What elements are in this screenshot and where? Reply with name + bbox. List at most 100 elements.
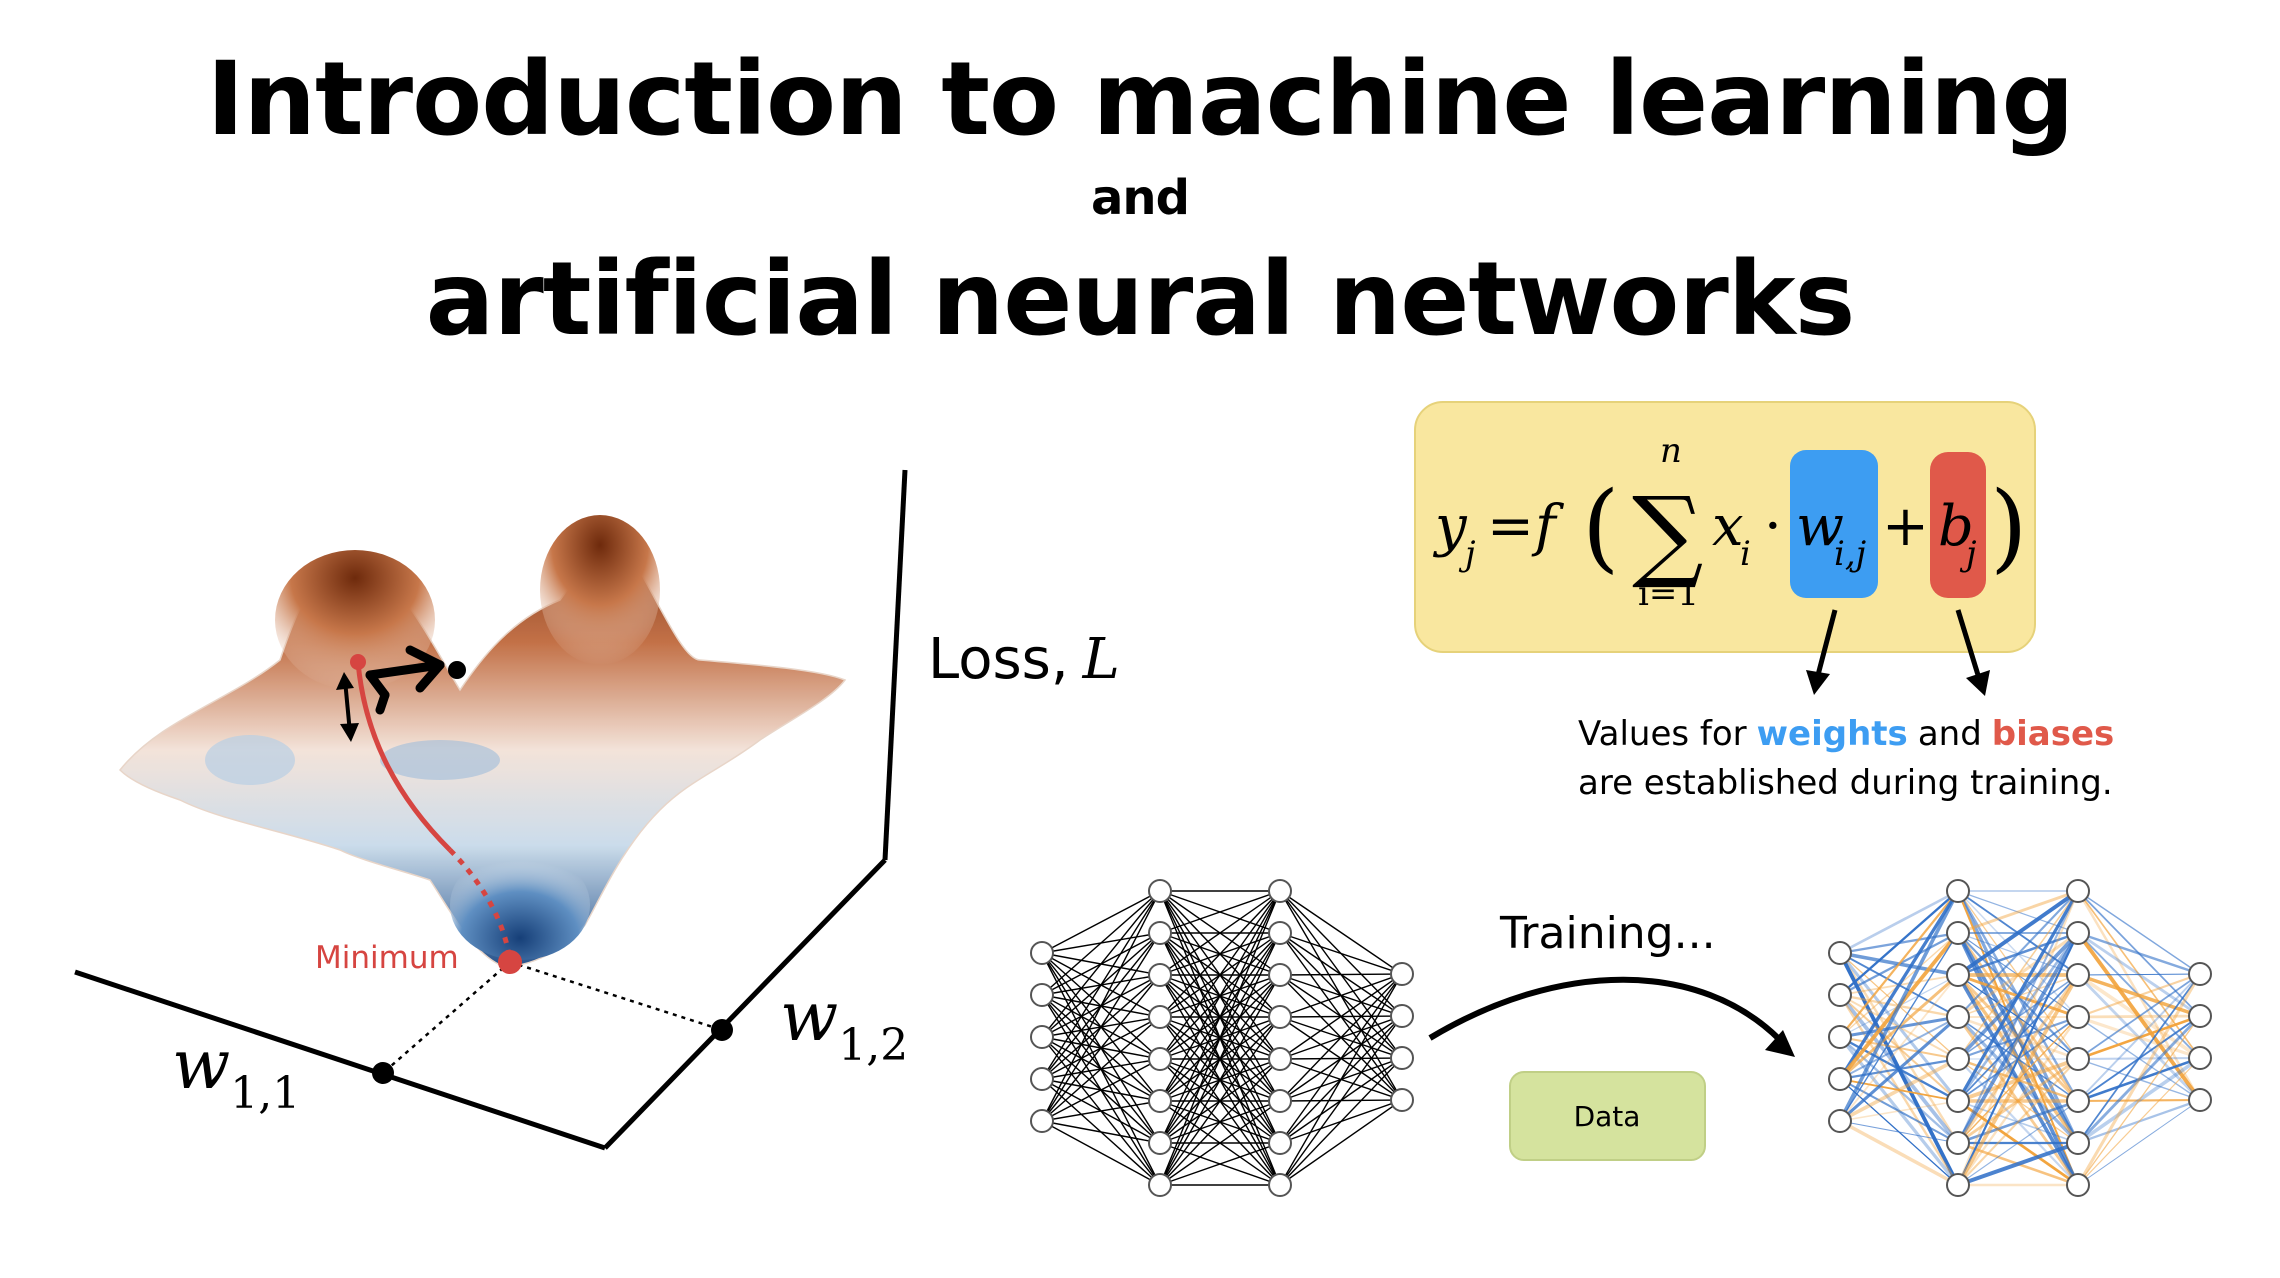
formula-x-sub: i	[1740, 534, 1751, 574]
network-node	[1947, 1006, 1969, 1028]
network-node	[1391, 1005, 1413, 1027]
w12-symbol: w	[780, 978, 838, 1057]
network-edge	[1280, 1100, 1402, 1185]
trained-network	[1829, 880, 2211, 1196]
network-edge	[2078, 974, 2200, 975]
axis-loss-line	[885, 470, 905, 860]
network-edge	[2078, 933, 2200, 974]
network-edge	[1280, 891, 1402, 974]
axis-depth-line	[605, 860, 885, 1148]
network-node	[2189, 1089, 2211, 1111]
network-edge	[2078, 1100, 2200, 1185]
network-node	[1947, 964, 1969, 986]
network-node	[1031, 1026, 1053, 1048]
axis-w12-label: w1,2	[780, 978, 908, 1071]
network-edge	[1280, 1058, 1402, 1185]
formula-eq: =	[1487, 494, 1534, 559]
network-edge	[1042, 975, 1160, 1121]
network-node	[1829, 1026, 1851, 1048]
network-node	[1269, 922, 1291, 944]
network-node	[2189, 1047, 2211, 1069]
w11-symbol: w	[172, 1026, 230, 1105]
w12-point	[711, 1019, 733, 1041]
caption-line-2: are established during training.	[1578, 763, 2113, 803]
network-node	[1269, 1006, 1291, 1028]
network-node	[1269, 1048, 1291, 1070]
network-node	[1149, 1174, 1171, 1196]
caption-prefix: Values for	[1578, 714, 1747, 754]
network-node	[1391, 1089, 1413, 1111]
network-node	[1269, 1174, 1291, 1196]
formula-dot: ·	[1764, 494, 1782, 559]
caption-weights: weights	[1757, 714, 1908, 754]
network-node	[1149, 1132, 1171, 1154]
network-edge	[1042, 891, 1160, 1121]
network-edge	[1280, 974, 1402, 975]
network-node	[2067, 1048, 2089, 1070]
network-node	[1391, 1047, 1413, 1069]
axis-loss-symbol: L	[1082, 627, 1120, 692]
caption-and: and	[1918, 714, 1982, 754]
w11-subscript: 1,1	[230, 1068, 300, 1119]
network-node	[1031, 942, 1053, 964]
network-node	[1269, 1090, 1291, 1112]
network-edge	[1042, 891, 1160, 1037]
network-node	[2189, 963, 2211, 985]
network-node	[1947, 1132, 1969, 1154]
network-node	[2067, 1174, 2089, 1196]
network-node	[1829, 1068, 1851, 1090]
guide-w12	[510, 962, 722, 1030]
network-node	[1829, 942, 1851, 964]
network-node	[1149, 922, 1171, 944]
network-node	[1149, 1090, 1171, 1112]
formula-lhs: y	[1432, 494, 1468, 559]
axis-w11-line	[75, 972, 605, 1148]
network-node	[1269, 964, 1291, 986]
network-edge	[1042, 1121, 1160, 1143]
network-edge	[1840, 891, 1958, 1037]
network-node	[1269, 880, 1291, 902]
untrained-network	[1031, 880, 1413, 1196]
training-arrow	[1430, 980, 1795, 1057]
caption-biases: biases	[1992, 714, 2114, 754]
w11-point	[372, 1062, 394, 1084]
network-node	[2067, 964, 2089, 986]
network-node	[1829, 1110, 1851, 1132]
network-node	[1947, 922, 1969, 944]
network-edge	[1280, 933, 1402, 974]
minimum-point	[498, 950, 522, 974]
network-edge	[1042, 1121, 1160, 1185]
network-node	[1947, 880, 1969, 902]
data-box: Data	[1510, 1072, 1705, 1160]
network-node	[1031, 1068, 1053, 1090]
network-node	[1269, 1132, 1291, 1154]
formula-paren-close: )	[1990, 471, 2027, 583]
loss-surface	[120, 515, 845, 966]
network-edge	[1840, 891, 1958, 1121]
network-node	[2067, 1132, 2089, 1154]
formula-plus: +	[1882, 494, 1929, 559]
network-node	[1947, 1090, 1969, 1112]
network-node	[1947, 1174, 1969, 1196]
network-edge	[2078, 891, 2200, 974]
network-node	[2067, 1006, 2089, 1028]
network-node	[1829, 984, 1851, 1006]
network-node	[1031, 984, 1053, 1006]
sum-lower: i=1	[1638, 574, 1699, 614]
network-node	[1149, 880, 1171, 902]
formula-w-sub: i,j	[1834, 534, 1867, 574]
sum-upper: n	[1660, 431, 1682, 471]
formula-box: y j = f ( ∑ n i=1 x i · w i,j + b j )	[1415, 402, 2035, 652]
network-node	[1031, 1110, 1053, 1132]
formula-paren-open: (	[1582, 471, 1619, 583]
w12-subscript: 1,2	[838, 1020, 908, 1071]
axis-loss-label: Loss,L	[928, 627, 1120, 692]
network-node	[1391, 963, 1413, 985]
guide-w11	[383, 962, 510, 1073]
network-node	[2067, 1090, 2089, 1112]
training-label: Training...	[1499, 908, 1716, 959]
data-label: Data	[1574, 1100, 1641, 1133]
network-node	[2067, 922, 2089, 944]
